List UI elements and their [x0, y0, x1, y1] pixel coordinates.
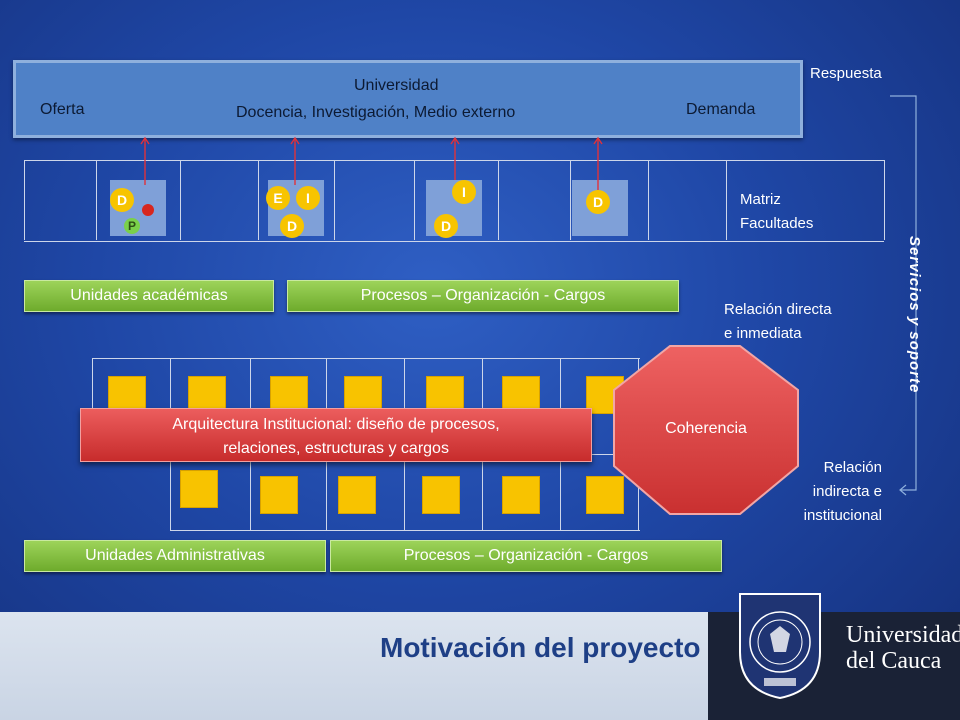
admin-unit-square: [260, 476, 298, 514]
page-title: Motivación del proyecto: [380, 632, 701, 663]
university-name: Universidad del Cauca: [846, 622, 960, 674]
unidades-administrativas-bar: Unidades Administrativas: [24, 540, 326, 572]
admin-unit-square: [502, 476, 540, 514]
red-dot-icon: [142, 204, 154, 216]
university-seal-logo: [739, 593, 821, 700]
circle-i: I: [296, 186, 320, 210]
circle-d: D: [280, 214, 304, 238]
respuesta-label: Respuesta: [810, 65, 882, 82]
relacion-directa-label: Relación directa e inmediata: [724, 301, 832, 342]
procesos-administrativos-bar: Procesos – Organización - Cargos: [330, 540, 722, 572]
circle-d: D: [434, 214, 458, 238]
demanda-label: Demanda: [686, 101, 756, 118]
circle-i: I: [452, 180, 476, 204]
coherencia-octagon: [613, 345, 799, 515]
matriz-facultades-grid: [24, 160, 884, 242]
arquitectura-institucional-bar: Arquitectura Institucional: diseño de pr…: [80, 408, 592, 462]
circle-p: P: [124, 218, 140, 234]
servicios-soporte-label: Servicios y soporte: [906, 236, 923, 394]
arrows-layer: [140, 136, 603, 190]
universidad-label: Universidad: [354, 77, 439, 94]
admin-unit-square: [108, 376, 146, 414]
servicios-bracket-arrow: [890, 95, 917, 496]
circle-e: E: [266, 186, 290, 210]
circle-d: D: [110, 188, 134, 212]
admin-unit-square: [180, 470, 218, 508]
matriz-label: Matriz Facultades: [740, 191, 814, 232]
coherencia-label: Coherencia: [665, 420, 747, 437]
circle-d: D: [586, 190, 610, 214]
admin-unit-square: [338, 476, 376, 514]
admin-unit-square: [422, 476, 460, 514]
relacion-indirecta-label: Relación indirecta e institucional: [803, 459, 882, 524]
admin-unit-square: [586, 476, 624, 514]
docencia-label: Docencia, Investigación, Medio externo: [236, 104, 516, 121]
procesos-academicos-bar: Procesos – Organización - Cargos: [287, 280, 679, 312]
unidades-academicas-bar: Unidades académicas: [24, 280, 274, 312]
oferta-label: Oferta: [40, 101, 85, 118]
universidad-box: Oferta Universidad Docencia, Investigaci…: [13, 60, 803, 138]
